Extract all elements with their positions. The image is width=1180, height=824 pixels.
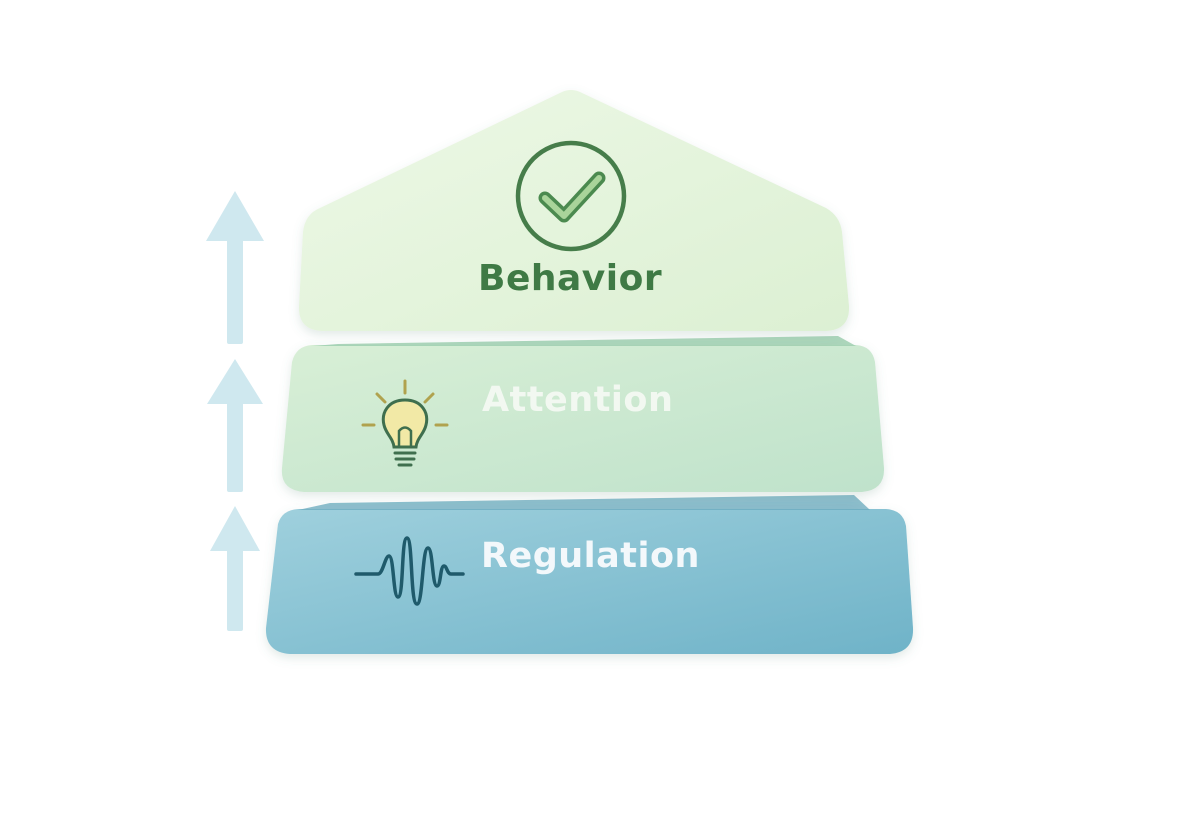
waveform-icon	[354, 536, 465, 606]
layer-label-behavior: Behavior	[478, 258, 663, 299]
lightbulb-icon	[361, 379, 449, 467]
arrow-up-icon	[207, 359, 263, 492]
layer-regulation	[265, 495, 914, 654]
arrow-up-icon	[206, 191, 264, 344]
arrow-up-icon	[210, 506, 260, 631]
layer-label-regulation: Regulation	[481, 536, 700, 576]
layer-label-attention: Attention	[482, 380, 674, 420]
layer-attention	[281, 336, 885, 492]
check-circle-icon	[515, 140, 627, 252]
progression-arrows	[206, 191, 264, 631]
